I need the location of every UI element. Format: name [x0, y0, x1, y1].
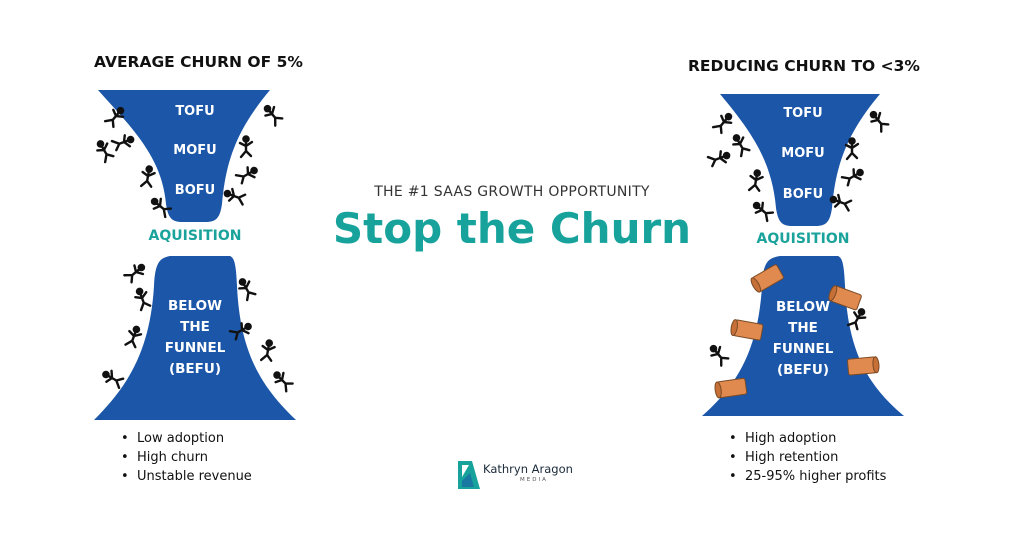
bullet-item: Unstable revenue: [119, 467, 252, 486]
stage-label-tofu: TOFU: [175, 104, 215, 119]
befu-line: (BEFU): [168, 361, 222, 377]
right-funnel-shapes: [702, 94, 904, 416]
right-funnel-diagram: TOFU MOFU BOFU AQUISITION BELOW THE FUNN…: [698, 90, 908, 426]
befu-line: (BEFU): [776, 362, 830, 378]
brand-subtitle: MEDIA: [520, 477, 548, 483]
falling-people: [96, 104, 294, 393]
brand-name: Kathryn Aragon: [483, 462, 573, 476]
bullet-item: High adoption: [727, 429, 886, 448]
befu-line: FUNNEL: [772, 341, 834, 357]
bullet-item: 25-95% higher profits: [727, 467, 886, 486]
falling-people: [706, 110, 890, 367]
left-bullet-list: Low adoption High churn Unstable revenue: [119, 429, 252, 486]
headline-kicker: THE #1 SAAS GROWTH OPPORTUNITY: [374, 184, 650, 200]
right-bullet-list: High adoption High retention 25-95% high…: [727, 429, 886, 486]
acquisition-label: AQUISITION: [148, 228, 242, 244]
stage-label-bofu: BOFU: [174, 183, 216, 198]
left-funnel-shapes: [94, 90, 296, 420]
stage-label-bofu: BOFU: [782, 187, 824, 202]
corks: [714, 264, 880, 399]
brand-logo-icon: [458, 461, 480, 489]
bullet-item: High retention: [727, 448, 886, 467]
right-title: REDUCING CHURN TO <3%: [688, 57, 920, 75]
acquisition-label: AQUISITION: [756, 231, 850, 247]
stage-label-mofu: MOFU: [173, 143, 217, 158]
left-title: AVERAGE CHURN OF 5%: [94, 53, 303, 71]
top-funnel-shape: [720, 94, 880, 226]
befu-line: FUNNEL: [164, 340, 226, 356]
left-funnel-diagram: TOFU MOFU BOFU AQUISITION BELOW THE FUNN…: [90, 86, 300, 422]
stage-label-mofu: MOFU: [781, 146, 825, 161]
top-funnel-shape: [98, 90, 270, 222]
befu-line: BELOW: [168, 298, 222, 314]
below-funnel-label: BELOW THE FUNNEL (BEFU): [90, 296, 300, 380]
befu-line: THE: [180, 319, 210, 335]
befu-line: BELOW: [776, 299, 830, 315]
bottom-funnel-shape: [702, 256, 904, 416]
befu-line: THE: [788, 320, 818, 336]
bullet-item: High churn: [119, 448, 252, 467]
below-funnel-label: BELOW THE FUNNEL (BEFU): [698, 297, 908, 381]
headline-title: Stop the Churn: [332, 204, 692, 253]
bottom-funnel-shape: [94, 256, 296, 420]
stage-label-tofu: TOFU: [783, 106, 823, 121]
bullet-item: Low adoption: [119, 429, 252, 448]
brand-logo-block: Kathryn Aragon MEDIA: [458, 459, 598, 491]
